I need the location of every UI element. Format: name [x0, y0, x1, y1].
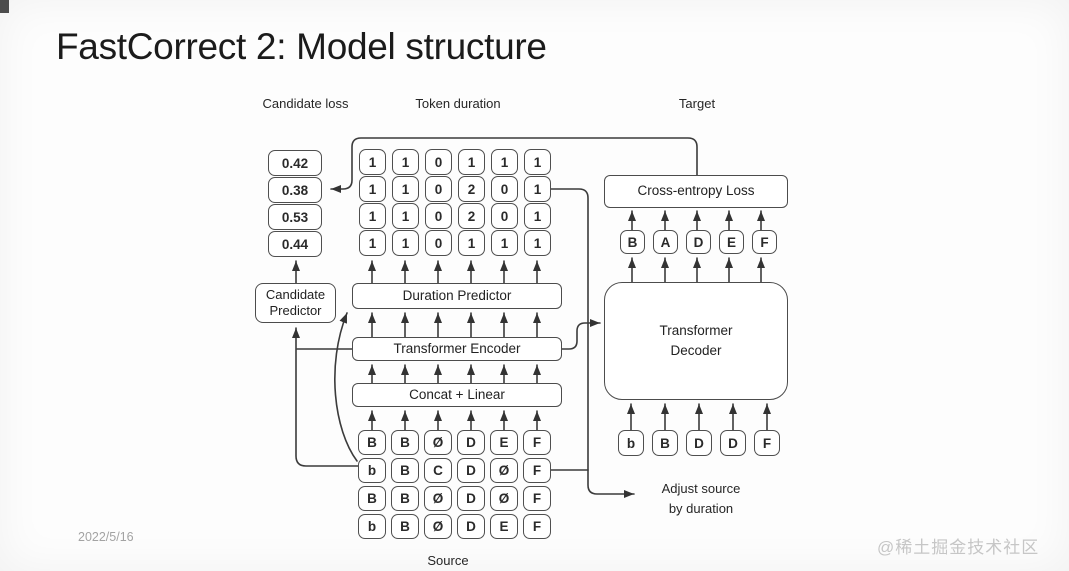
token-duration-cell: 1 — [392, 203, 419, 229]
watermark: @稀土掘金技术社区 — [877, 538, 1040, 557]
decoder-input-row: b B D D F — [618, 430, 780, 456]
target-token: D — [686, 230, 711, 254]
arrows-concat-to-encoder — [368, 364, 541, 384]
token-duration-cell: 0 — [425, 230, 452, 256]
token-duration-cell: 1 — [524, 203, 551, 229]
token-duration-cell: 1 — [392, 176, 419, 202]
arrow-crossentropy-to-candidate-loss — [330, 137, 698, 193]
source-token-cell: b — [358, 458, 386, 483]
source-token-cell: D — [457, 430, 485, 455]
decoder-input-token: b — [618, 430, 644, 456]
arrows-input-to-decoder — [627, 403, 771, 431]
token-duration-cell: 2 — [458, 176, 485, 202]
transformer-decoder-block: Transformer Decoder — [604, 282, 788, 400]
source-token-cell: E — [490, 430, 518, 455]
token-duration-cell: 0 — [425, 176, 452, 202]
target-token: A — [653, 230, 678, 254]
token-duration-cell: 1 — [491, 230, 518, 256]
decoder-input-token: F — [754, 430, 780, 456]
adjust-source-note: Adjust source by duration — [661, 481, 741, 517]
source-token-cell: Ø — [490, 458, 518, 483]
source-token-cell: D — [457, 514, 485, 539]
cross-entropy-loss-block: Cross-entropy Loss — [604, 175, 788, 208]
token-duration-cell: 0 — [491, 176, 518, 202]
token-duration-cell: 1 — [524, 176, 551, 202]
token-duration-grid: 1 1 0 1 1 1 1 1 0 2 0 1 1 1 0 2 0 1 1 1 … — [359, 149, 551, 256]
candidate-loss-value: 0.42 — [268, 150, 322, 176]
source-token-cell: Ø — [424, 486, 452, 511]
token-duration-label: Token duration — [415, 96, 501, 111]
candidate-loss-label: Candidate loss — [262, 96, 349, 111]
token-duration-cell: 1 — [524, 230, 551, 256]
concat-linear-block: Concat + Linear — [352, 383, 562, 407]
decoder-input-token: B — [652, 430, 678, 456]
token-duration-cell: 1 — [359, 230, 386, 256]
source-token-cell: Ø — [424, 430, 452, 455]
arrows-target-to-crossentropy — [628, 210, 765, 231]
source-token-cell: F — [523, 486, 551, 511]
duration-predictor-block: Duration Predictor — [352, 283, 562, 309]
token-duration-cell: 1 — [458, 149, 485, 175]
source-token-cell: B — [391, 430, 419, 455]
source-token-cell: Ø — [490, 486, 518, 511]
source-token-cell: B — [391, 514, 419, 539]
source-token-cell: E — [490, 514, 518, 539]
source-token-cell: B — [358, 430, 386, 455]
token-duration-cell: 2 — [458, 203, 485, 229]
decoder-input-token: D — [686, 430, 712, 456]
source-token-cell: B — [391, 486, 419, 511]
target-token-row: B A D E F — [620, 230, 777, 254]
source-token-cell: Ø — [424, 514, 452, 539]
target-token: B — [620, 230, 645, 254]
source-label: Source — [427, 553, 469, 568]
token-duration-cell: 1 — [359, 149, 386, 175]
source-token-cell: F — [523, 430, 551, 455]
arrow-to-candidate-predictor — [292, 327, 359, 467]
source-token-cell: B — [358, 486, 386, 511]
target-label: Target — [678, 96, 716, 111]
arrows-source-to-concat — [368, 410, 541, 431]
source-token-cell: D — [457, 458, 485, 483]
token-duration-cell: 1 — [392, 149, 419, 175]
source-token-cell: C — [424, 458, 452, 483]
source-token-cell: F — [523, 458, 551, 483]
arrows-encoder-to-duration-predictor — [368, 312, 541, 338]
candidate-loss-value: 0.53 — [268, 204, 322, 230]
candidate-predictor-block: Candidate Predictor — [255, 283, 336, 323]
token-duration-cell: 0 — [491, 203, 518, 229]
source-token-cell: b — [358, 514, 386, 539]
source-token-cell: B — [391, 458, 419, 483]
candidate-loss-value: 0.44 — [268, 231, 322, 257]
token-duration-cell: 0 — [425, 149, 452, 175]
transformer-encoder-block: Transformer Encoder — [352, 337, 562, 361]
arrow-source-to-duration-predictor — [334, 312, 358, 462]
arrows-decoder-to-target — [628, 257, 765, 283]
token-duration-cell: 1 — [359, 176, 386, 202]
target-token: F — [752, 230, 777, 254]
candidate-loss-value: 0.38 — [268, 177, 322, 203]
arrow-duration-to-adjust-note — [550, 188, 635, 498]
arrow-encoder-to-decoder — [561, 319, 601, 350]
source-token-cell: F — [523, 514, 551, 539]
source-grid: B B Ø D E F b B C D Ø F B B Ø D Ø F b B … — [358, 430, 551, 539]
source-token-cell: D — [457, 486, 485, 511]
token-duration-cell: 1 — [392, 230, 419, 256]
corner-artifact — [0, 0, 9, 13]
target-token: E — [719, 230, 744, 254]
slide-title: FastCorrect 2: Model structure — [56, 26, 547, 67]
arrows-duration-predictor-to-grid — [368, 260, 541, 284]
token-duration-cell: 1 — [524, 149, 551, 175]
date-stamp: 2022/5/16 — [78, 530, 134, 544]
decoder-input-token: D — [720, 430, 746, 456]
token-duration-cell: 1 — [491, 149, 518, 175]
candidate-loss-column: 0.42 0.38 0.53 0.44 — [268, 150, 322, 257]
token-duration-cell: 0 — [425, 203, 452, 229]
token-duration-cell: 1 — [458, 230, 485, 256]
token-duration-cell: 1 — [359, 203, 386, 229]
